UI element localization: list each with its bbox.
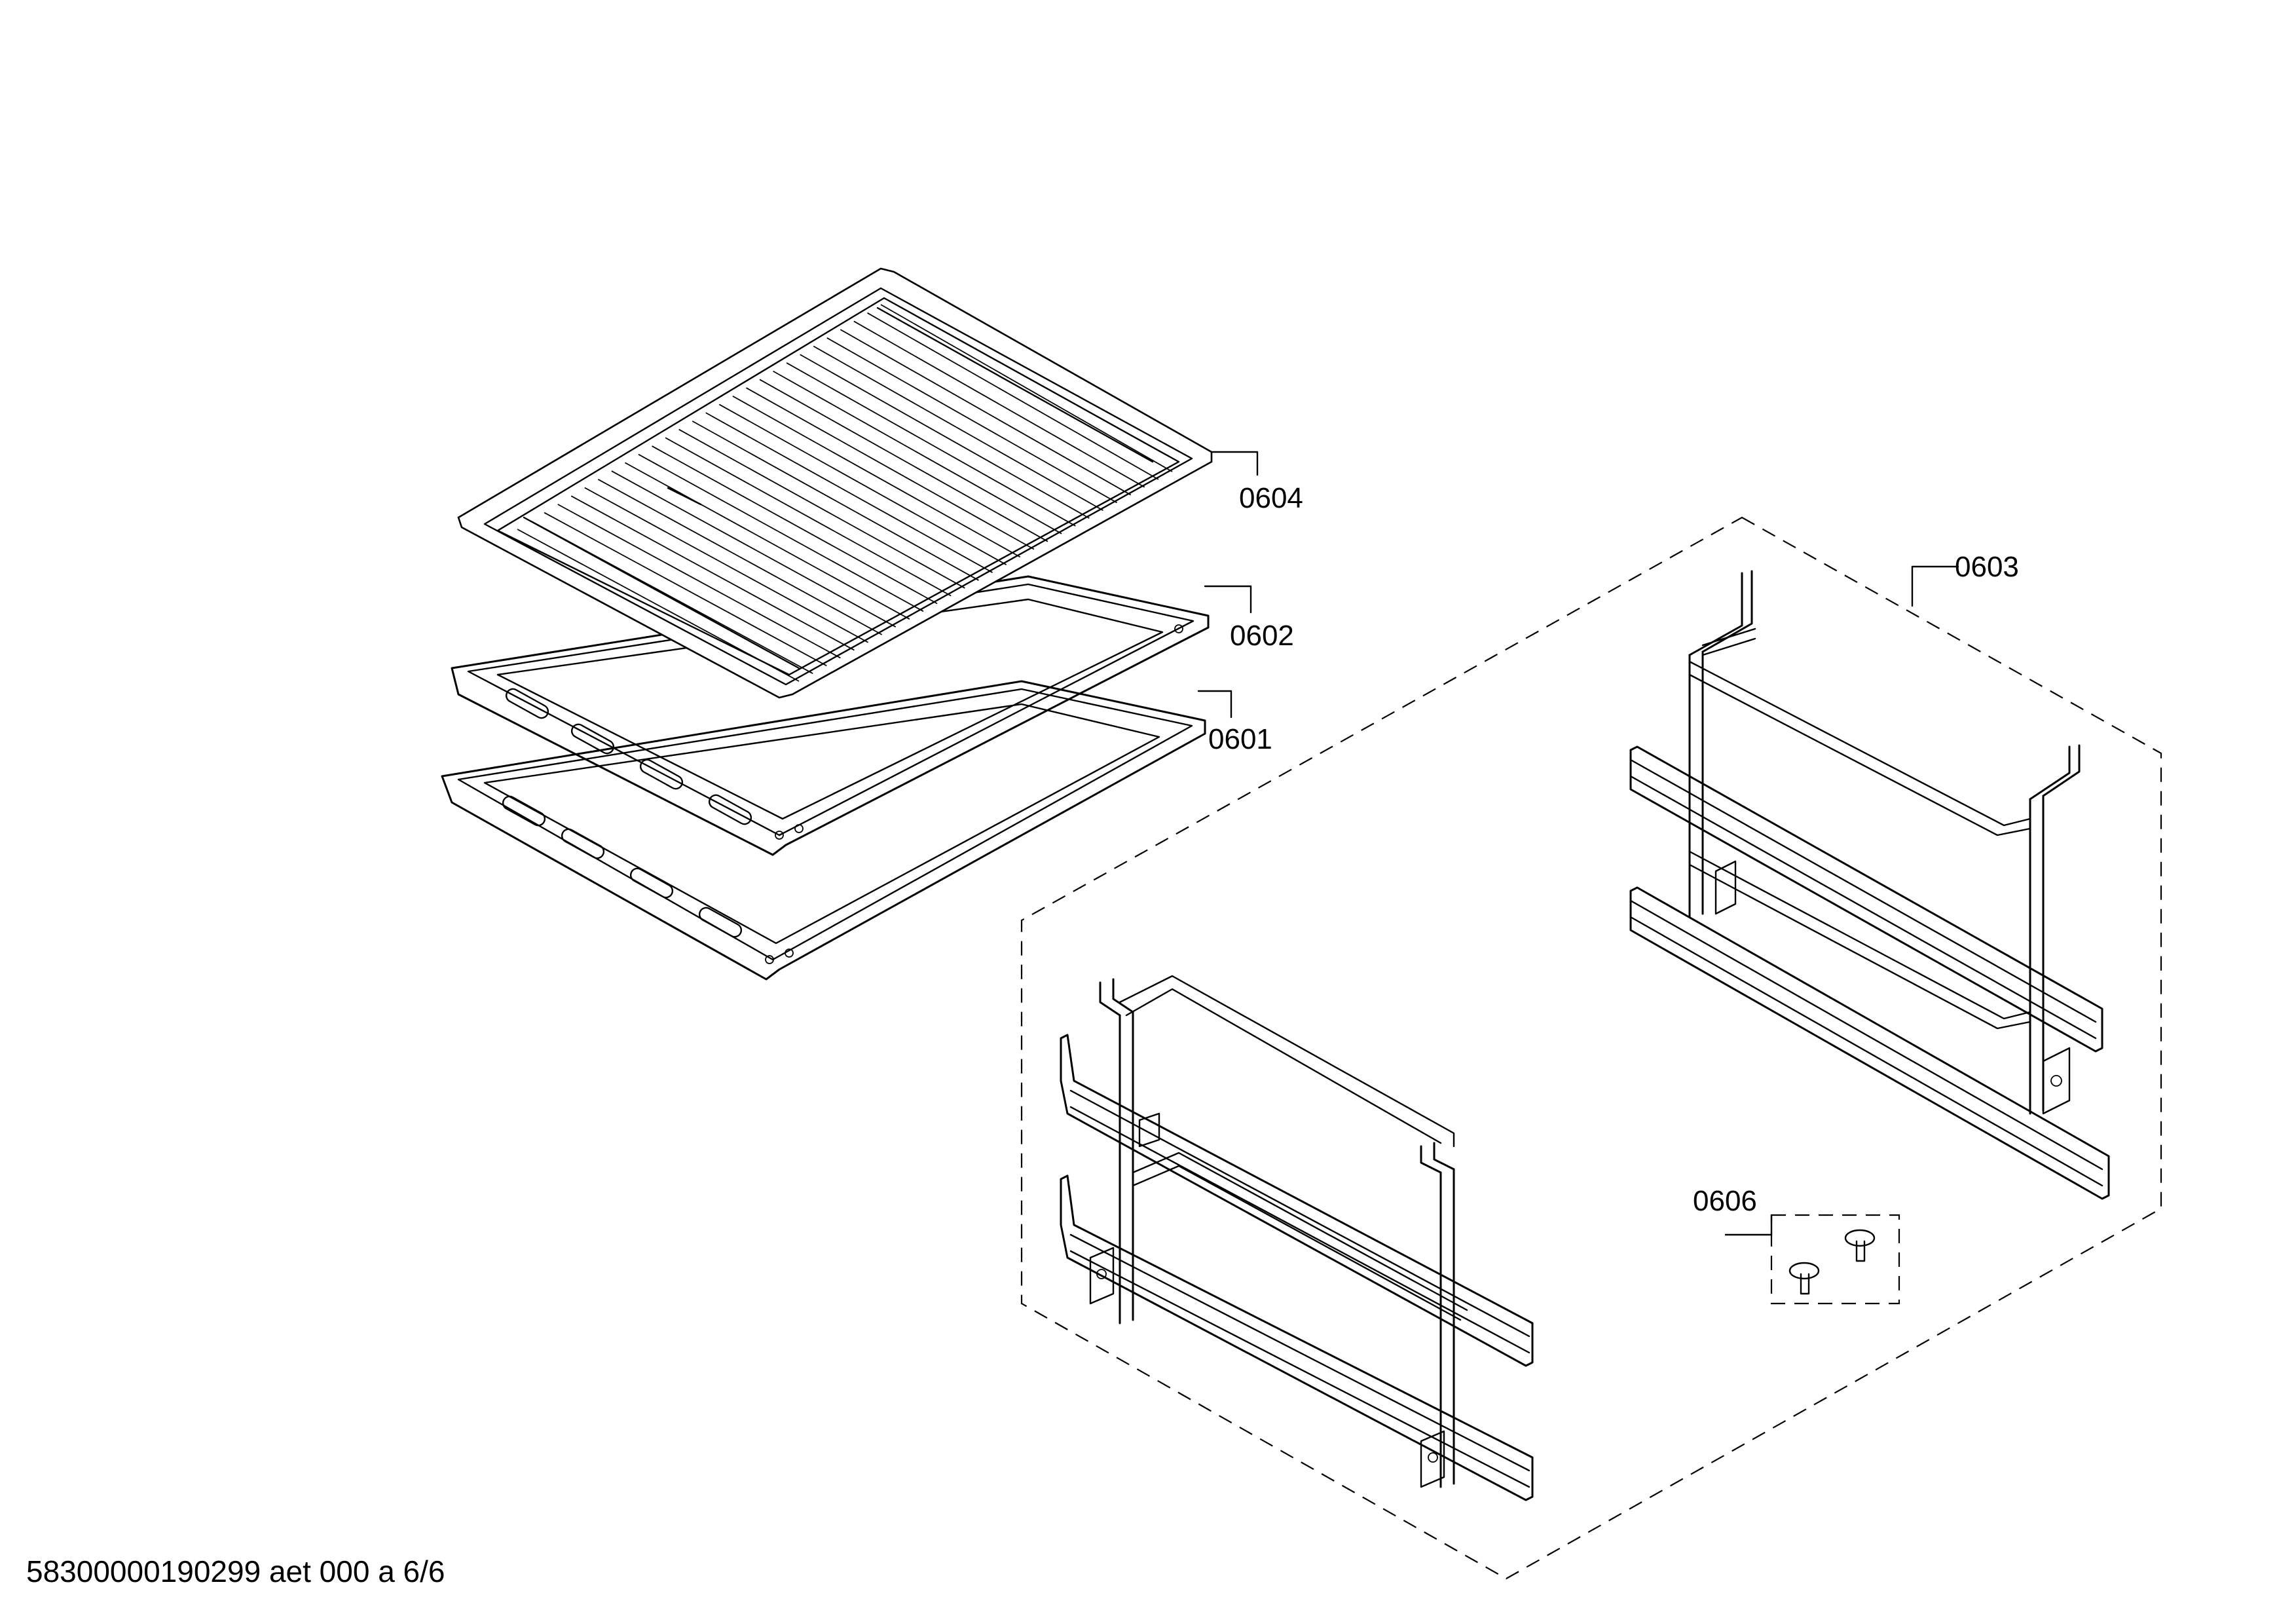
rack-bar <box>813 345 1103 512</box>
rack-bar <box>718 404 1007 566</box>
screw-icon <box>1844 1229 1876 1262</box>
rack-bar <box>638 453 924 612</box>
rack-bar <box>746 387 1035 550</box>
rack-bar <box>611 470 897 628</box>
callout-0606: 0606 <box>1693 1185 1757 1217</box>
part-0604-wire-rack <box>457 267 1213 699</box>
rack-bar <box>597 478 883 635</box>
callout-0602: 0602 <box>1230 620 1294 652</box>
rack-bar <box>880 304 1173 472</box>
leader-lines <box>1197 451 1959 1236</box>
rack-bar <box>570 495 855 651</box>
part-0603-telescopic-rail-left <box>1060 975 1534 1501</box>
rack-bar <box>732 395 1021 558</box>
rack-bar <box>826 337 1118 504</box>
screw-icon <box>1788 1262 1820 1295</box>
rack-bar <box>866 312 1159 480</box>
part-0603-telescopic-rail-right <box>1629 570 2110 1200</box>
rack-bar <box>786 362 1076 527</box>
callout-0604: 0604 <box>1239 482 1303 514</box>
callout-0603: 0603 <box>1955 551 2019 583</box>
part-0601-baking-tray <box>441 680 1206 981</box>
rack-bar <box>773 370 1062 535</box>
rack-bar <box>800 354 1090 519</box>
rack-bar <box>759 379 1048 542</box>
rack-bar <box>544 512 827 667</box>
rack-bar <box>853 320 1145 488</box>
rack-bar <box>705 412 993 573</box>
rack-bar <box>678 428 965 589</box>
rack-bar <box>692 421 979 581</box>
rack-bar <box>517 529 800 682</box>
assembly-outline <box>1020 516 2162 1580</box>
part-0606-screws <box>1770 1214 1900 1305</box>
drawing-code: 58300000190299 aet 000 a 6/6 <box>26 1554 445 1588</box>
rack-bar <box>665 437 952 597</box>
rack-bar <box>625 462 910 620</box>
rack-bar <box>652 445 938 605</box>
rack-bar <box>584 487 868 643</box>
rack-bar <box>840 329 1132 496</box>
callout-0601: 0601 <box>1208 723 1272 755</box>
rack-bar <box>557 504 841 659</box>
